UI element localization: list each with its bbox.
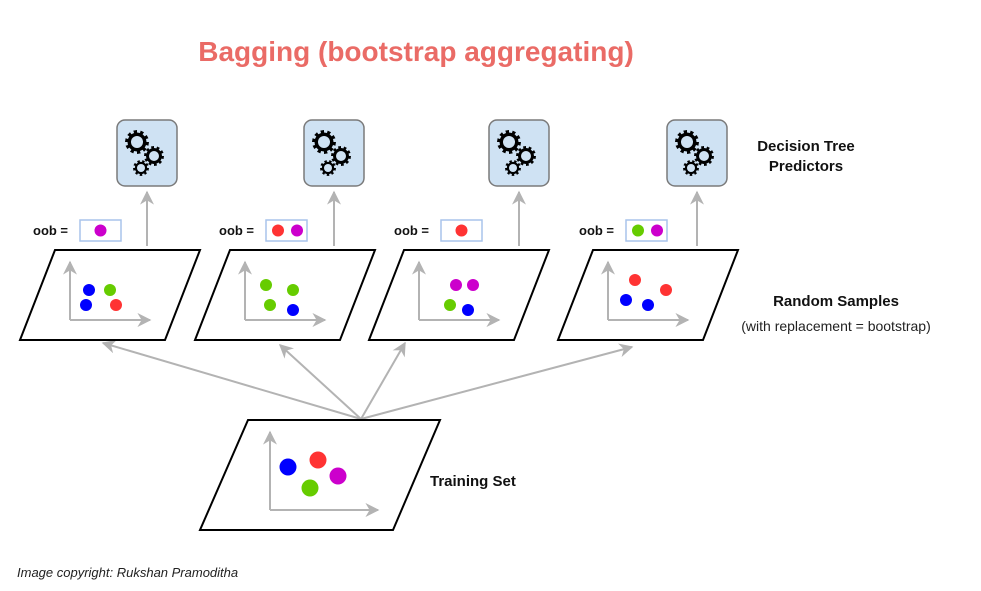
bootstrap-arrow [278, 344, 362, 420]
samples-label: Random Samples [773, 293, 899, 310]
data-point-blue [620, 294, 632, 306]
gear-icon [133, 160, 149, 176]
sample-plane [367, 249, 551, 341]
training-plane [198, 419, 442, 531]
oob-point-purple [291, 224, 303, 237]
gear-icon [312, 130, 336, 154]
gear-icon [694, 146, 714, 166]
sample-3: oob = [367, 190, 551, 341]
oob-label: oob = [579, 223, 614, 238]
gear-icon [320, 160, 336, 176]
sample-plane [556, 249, 740, 341]
oob-label: oob = [33, 223, 68, 238]
sample-4: oob = [556, 190, 740, 341]
samples-sublabel: (with replacement = bootstrap) [741, 318, 930, 334]
data-point-green [260, 279, 272, 291]
bootstrap-arrows [101, 339, 634, 420]
data-point-red [660, 284, 672, 296]
training-label: Training Set [430, 473, 516, 490]
bootstrap-arrow [360, 341, 406, 420]
data-point-red [629, 274, 641, 286]
gear-icon [125, 130, 149, 154]
data-point-blue [83, 284, 95, 296]
image-credit: Image copyright: Rukshan Pramoditha [17, 565, 238, 580]
data-point-blue [80, 299, 92, 311]
gear-icon [331, 146, 351, 166]
sample-plane [193, 249, 377, 341]
oob-label: oob = [394, 223, 429, 238]
oob-point-red [455, 224, 468, 237]
gear-icon [516, 146, 536, 166]
decision-tree-predictor [116, 119, 178, 187]
data-point-red [309, 451, 327, 469]
predictors-label-line1: Decision Tree [757, 138, 855, 155]
decision-tree-predictor [303, 119, 365, 187]
data-point-blue [642, 299, 654, 311]
bootstrap-arrow [360, 343, 634, 420]
oob-point-red [272, 224, 284, 237]
data-point-purple [450, 279, 462, 291]
gear-icon [675, 130, 699, 154]
data-point-blue [287, 304, 299, 316]
data-point-green [264, 299, 276, 311]
data-point-green [301, 479, 319, 497]
predictors-label-line2: Predictors [769, 158, 843, 175]
oob-label: oob = [219, 223, 254, 238]
data-point-green [287, 284, 299, 296]
data-point-purple [467, 279, 479, 291]
data-point-red [110, 299, 122, 311]
data-point-green [104, 284, 116, 296]
sample-2: oob = [193, 190, 377, 341]
data-point-purple [329, 467, 347, 485]
decision-tree-predictors [116, 119, 728, 187]
gear-icon [497, 130, 521, 154]
sample-1: oob = [18, 190, 202, 341]
random-samples: oob = oob = oob = oob = [18, 190, 740, 341]
diagram-title: Bagging (bootstrap aggregating) [198, 36, 634, 67]
decision-tree-predictor [488, 119, 550, 187]
oob-point-green [632, 224, 644, 237]
oob-point-purple [651, 224, 663, 237]
data-point-green [444, 299, 456, 311]
gear-icon [683, 160, 699, 176]
bootstrap-arrow [101, 339, 362, 420]
gear-icon [505, 160, 521, 176]
oob-point-purple [94, 224, 107, 237]
training-set [198, 419, 442, 531]
gear-icon [144, 146, 164, 166]
decision-tree-predictor [666, 119, 728, 187]
data-point-blue [462, 304, 474, 316]
data-point-blue [279, 458, 297, 476]
